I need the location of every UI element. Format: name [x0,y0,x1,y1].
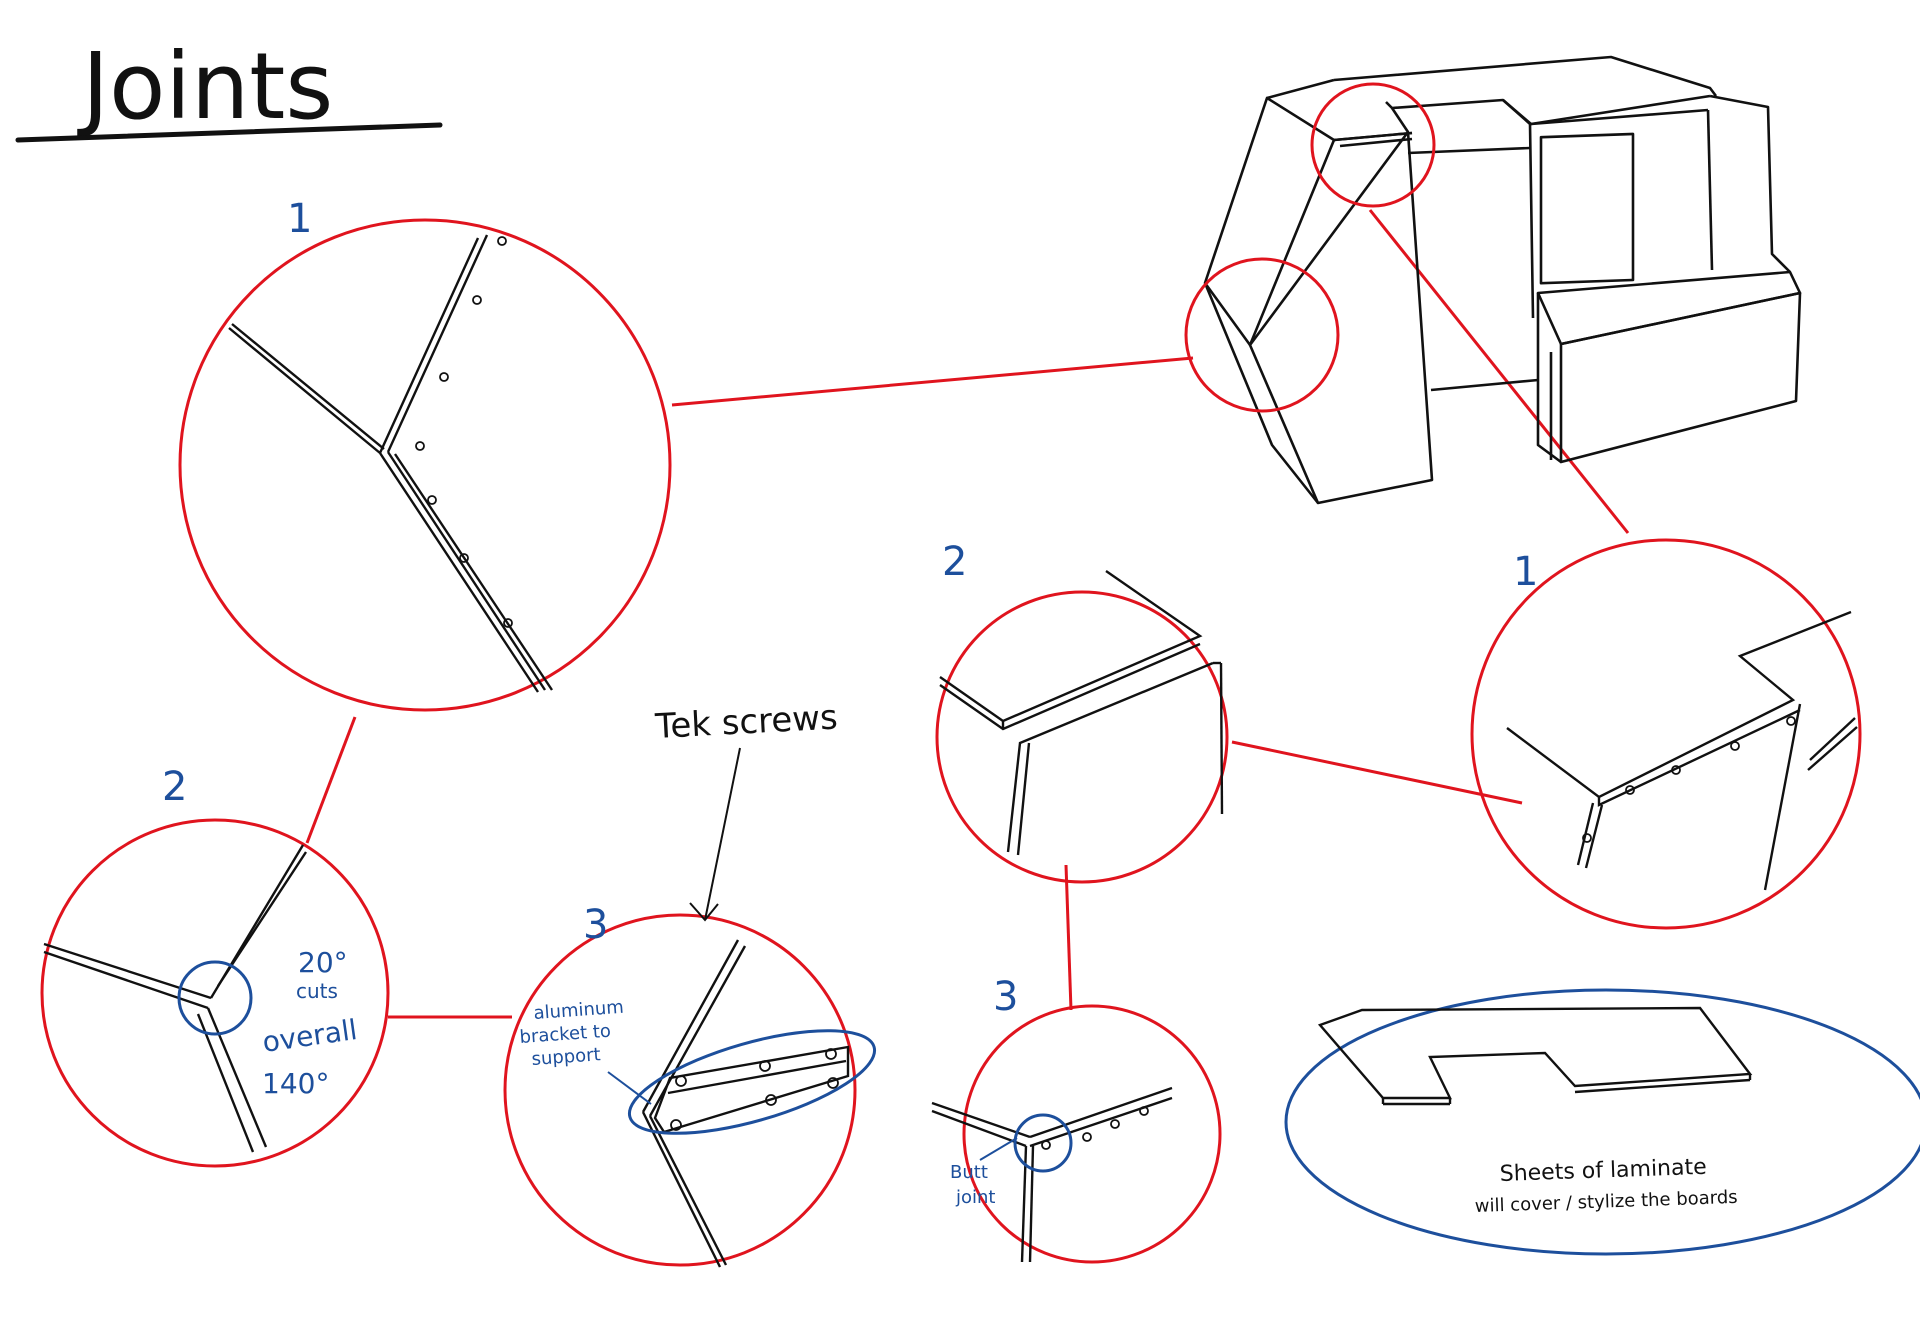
booth-structure-sketch [1203,55,1802,505]
detail-circle-3-butt-joint [931,1004,1222,1264]
butt-joint-highlight [1013,1113,1073,1173]
callout-circle-side-joint [1184,257,1340,413]
overall-angle-label: 140° [262,1067,329,1100]
detail-circle-3-bracket [503,913,877,1268]
label-number-2-middle: 2 [942,539,967,585]
cuts-word-label: cuts [296,979,338,1003]
detail-circle-1-left [178,218,672,712]
bracket-highlight-ellipse [627,1029,877,1135]
cut-detail-circle [177,960,253,1036]
label-number-1-left: 1 [287,196,312,242]
callout-circle-top-corner [1310,82,1436,208]
detail-circle-1-right [1470,538,1862,930]
laminate-label-line-2: will cover / stylize the boards [1474,1187,1738,1217]
label-number-2-left: 2 [162,764,187,810]
bracket-label-line-3: support [531,1044,601,1070]
tek-screws-label: Tek screws [653,697,838,747]
bracket-label-line-1: aluminum [533,997,625,1024]
butt-joint-label-line-2: joint [955,1187,995,1208]
overall-label: overall [260,1013,359,1059]
butt-joint-leader [979,1137,1018,1161]
callout-connectors [305,209,1630,1019]
laminate-detail [1284,988,1920,1256]
page-title: Joints [77,33,333,140]
label-number-1-right: 1 [1513,549,1538,595]
title-underline [15,122,443,143]
label-number-3-bracket: 3 [583,902,608,948]
detail-circle-2-middle [935,570,1229,884]
bracket-label-leader [607,1071,652,1105]
tek-screws-arrow [689,747,741,922]
cuts-angle-label: 20° [298,946,348,979]
laminate-label-line-1: Sheets of laminate [1499,1155,1707,1187]
butt-joint-label-line-1: Butt [950,1162,988,1183]
label-number-3-butt: 3 [993,974,1018,1020]
detail-circle-2-left [40,818,390,1168]
